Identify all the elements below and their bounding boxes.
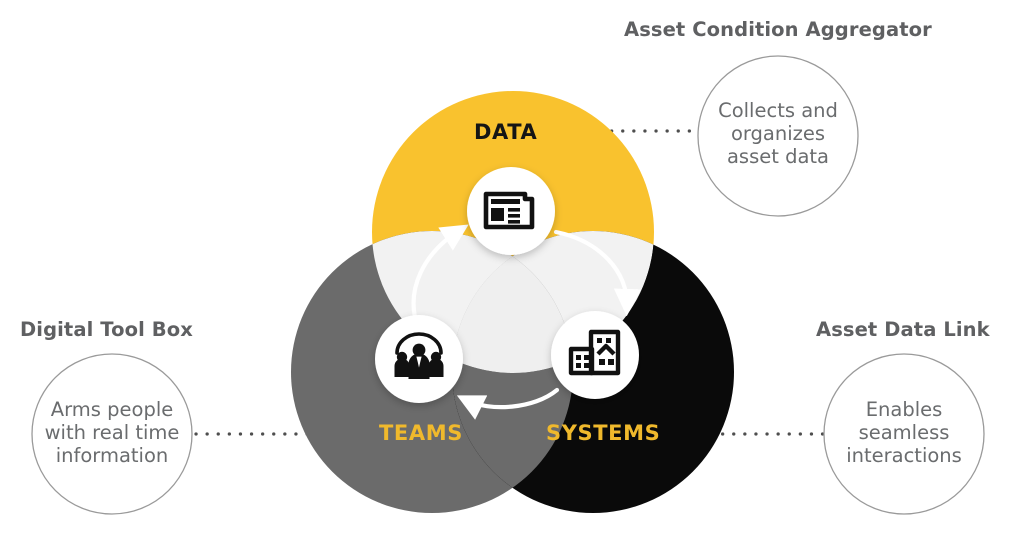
- callout-circle-asset-data-link[interactable]: [823, 353, 985, 515]
- venn-label-systems[interactable]: SYSTEMS: [546, 421, 661, 445]
- icon-badge-systems[interactable]: [551, 311, 639, 399]
- callout-circle-asset-condition-aggregator[interactable]: [697, 55, 859, 217]
- venn-label-teams[interactable]: TEAMS: [379, 421, 463, 445]
- arrow-systems-to-teams: [456, 387, 560, 420]
- arrow-data-to-systems: [553, 229, 642, 317]
- people-group-icon: [394, 332, 444, 379]
- callout-heading-asset-condition-aggregator: Asset Condition Aggregator: [624, 18, 932, 41]
- newspaper-icon: [483, 191, 535, 230]
- flow-arrows: [411, 224, 642, 420]
- callout-circles: [31, 55, 985, 515]
- arrow-teams-to-data: [411, 224, 469, 331]
- dotted-connectors: [194, 129, 830, 436]
- venn-circles: [291, 91, 734, 513]
- icon-badge-teams[interactable]: [375, 315, 463, 403]
- office-buildings-icon: [568, 329, 621, 376]
- venn-label-data[interactable]: DATA: [474, 120, 538, 144]
- icon-badge-data[interactable]: [467, 167, 555, 255]
- callout-heading-digital-tool-box: Digital Tool Box: [20, 318, 193, 341]
- callout-heading-asset-data-link: Asset Data Link: [816, 318, 990, 341]
- callout-circle-digital-tool-box[interactable]: [31, 353, 193, 515]
